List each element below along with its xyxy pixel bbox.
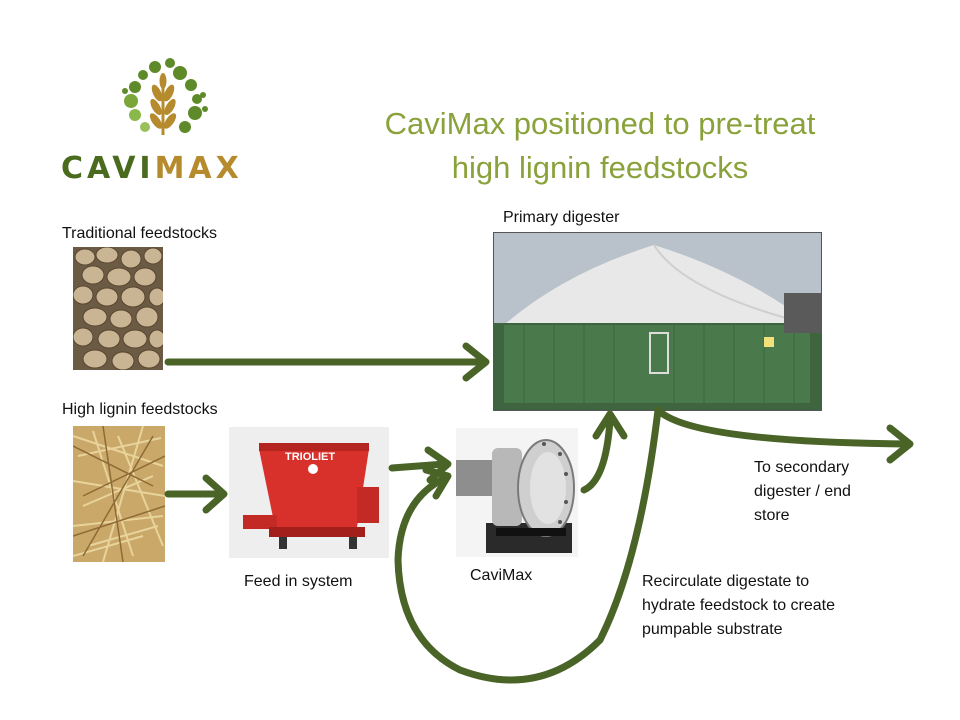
logo-word-max: MAX <box>154 151 243 186</box>
feed-in-system-image: TRIOLIET <box>229 427 389 558</box>
traditional-feedstocks-label: Traditional feedstocks <box>62 225 218 242</box>
logo-wordmark: CAVIMAX <box>61 151 243 186</box>
title-line-1: CaviMax positioned to pre-treat <box>384 106 816 141</box>
arrow-cavimax-head <box>592 410 628 440</box>
mixer-brand-text: TRIOLIET <box>285 451 336 463</box>
logo-emblem-icon <box>122 58 208 135</box>
arrow-traditional-head <box>462 342 490 382</box>
arrow-cavimax-to-digester <box>580 416 614 494</box>
primary-digester-label: Primary digester <box>503 209 620 226</box>
high-lignin-feedstocks-image <box>73 426 165 562</box>
high-lignin-feedstocks-label: High lignin feedstocks <box>62 401 218 418</box>
arrow-recirculate-head <box>422 466 452 500</box>
arrow-digester-to-secondary <box>654 406 912 448</box>
arrow-feed-head <box>424 446 452 484</box>
page-title: CaviMax positioned to pre-treat high lig… <box>330 102 870 190</box>
feed-in-system-label: Feed in system <box>244 573 353 590</box>
title-line-2: high lignin feedstocks <box>451 150 749 185</box>
secondary-digester-label: To secondary digester / end store <box>754 459 851 524</box>
traditional-feedstocks-image <box>73 247 163 370</box>
arrow-feed-to-cavimax <box>388 460 449 472</box>
recirculate-label: Recirculate digestate to hydrate feedsto… <box>642 573 835 638</box>
cavimax-logo: CAVIMAX <box>55 55 275 195</box>
primary-digester-image <box>493 232 822 411</box>
logo-word-cavi: CAVI <box>61 151 155 186</box>
cavimax-image <box>456 428 578 557</box>
arrow-lignin-head <box>202 474 228 514</box>
arrow-secondary-head <box>886 424 914 464</box>
cavimax-label: CaviMax <box>470 567 533 584</box>
